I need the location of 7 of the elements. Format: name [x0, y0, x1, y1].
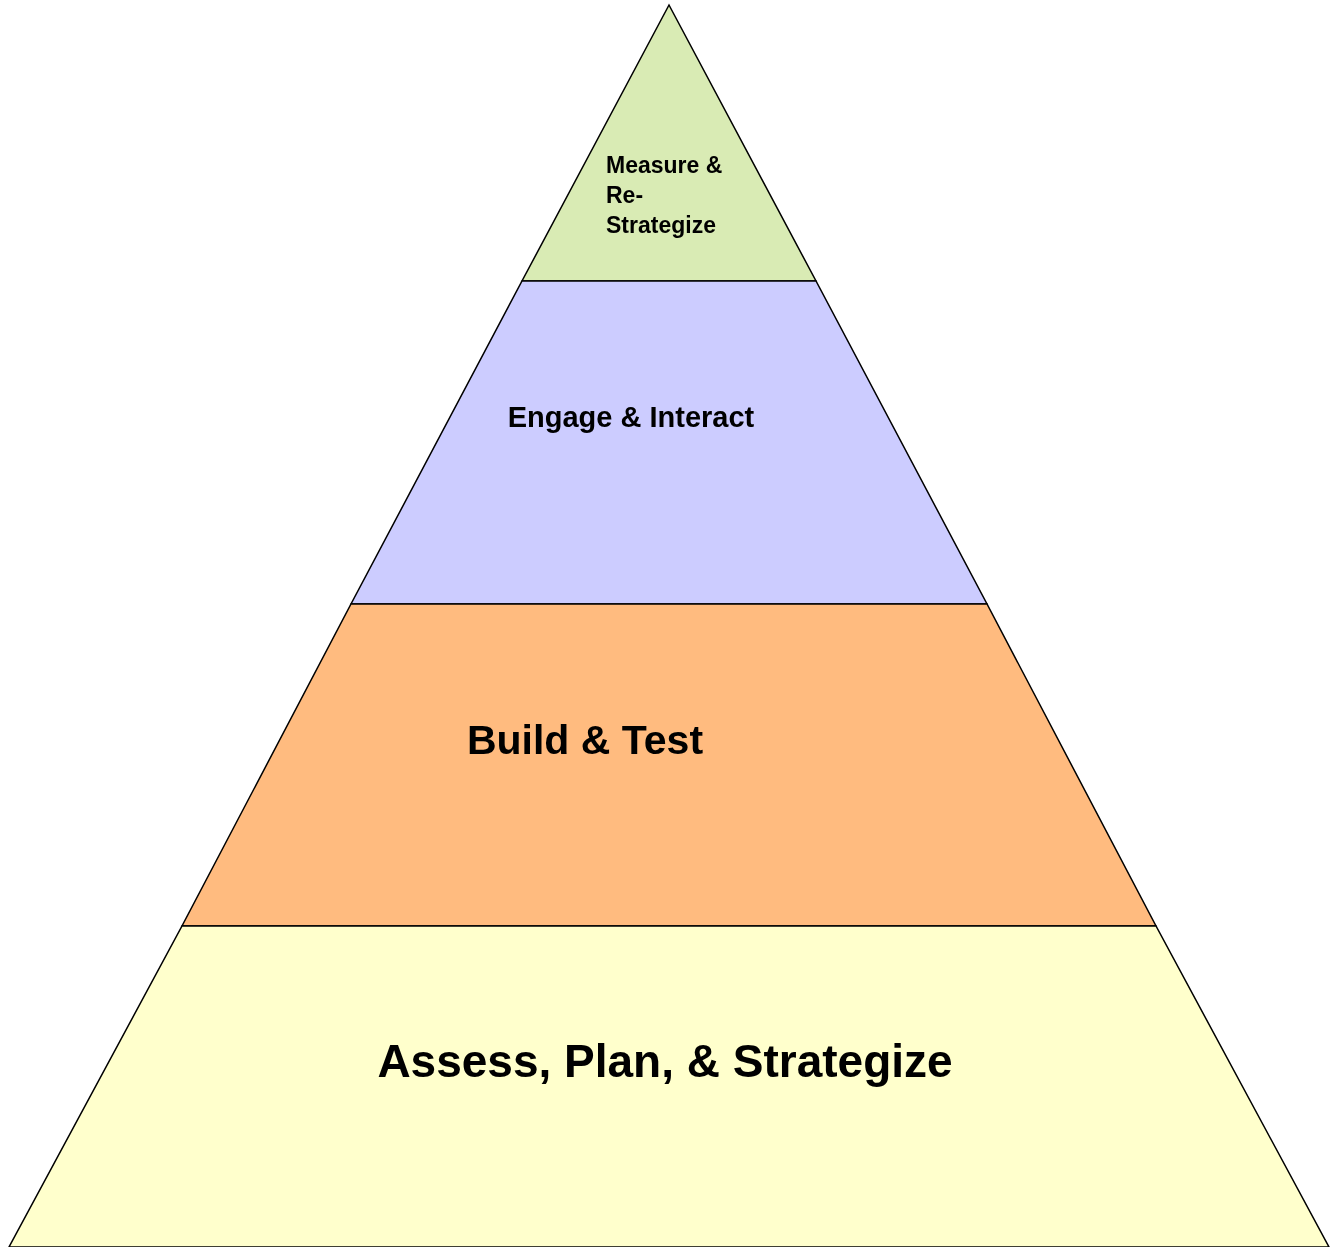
pyramid-tier: [351, 281, 987, 604]
tier-label: Build & Test: [465, 716, 705, 765]
pyramid-tier: [9, 926, 1329, 1247]
tier-label: Engage & Interact: [506, 400, 756, 435]
pyramid-tier: [182, 604, 1156, 926]
tier-label: Measure & Re-Strategize: [606, 151, 724, 240]
tier-label: Assess, Plan, & Strategize: [376, 1034, 954, 1089]
